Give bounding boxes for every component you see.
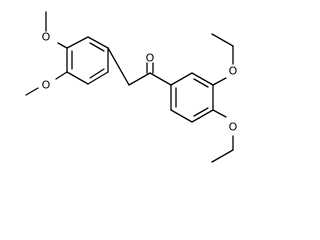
- bond-ring-to-ch2: [107, 47, 130, 86]
- bond-carbonyl-to-ring: [149, 72, 172, 86]
- bond-left-ring-1: [87, 36, 109, 49]
- bond-right-ring-4: [191, 109, 214, 123]
- bond-ring-to-o-ethoxy-para: [212, 109, 227, 118]
- bond-right-ring-double-2: [193, 107, 209, 117]
- atom-label-ethoxy-oxygen-meta: O: [229, 65, 238, 78]
- bond-right-ring-double-1: [193, 78, 209, 88]
- atom-label-methoxy-oxygen-meta: O: [42, 79, 51, 92]
- bond-o-meta-to-methyl: [25, 87, 39, 96]
- bond-left-ring-double-1: [89, 42, 105, 52]
- bond-left-ring-4: [66, 71, 89, 85]
- right-benzene-ring: [170, 72, 214, 123]
- bond-right-ring-5: [170, 109, 193, 123]
- bond-left-ring-double-2: [89, 68, 105, 79]
- bond-ring-to-o-para: [57, 42, 68, 49]
- chemical-structure-diagram: O O O O O: [25, 11, 238, 163]
- atom-label-methoxy-oxygen-para: O: [42, 31, 51, 44]
- bond-ethoxy-meta-ch2-to-ch3: [211, 33, 234, 47]
- bond-ring-to-o-ethoxy-meta: [212, 77, 227, 86]
- atom-label-ketone-oxygen: O: [146, 52, 155, 65]
- left-benzene-ring: [66, 36, 109, 85]
- bond-right-ring-1: [170, 72, 193, 86]
- atom-label-ethoxy-oxygen-para: O: [229, 121, 238, 134]
- bond-ch2-to-carbonyl: [128, 72, 151, 86]
- ethoxy-para: [211, 109, 234, 163]
- bond-ring-to-o-meta: [55, 71, 68, 80]
- ethoxy-meta: [211, 33, 234, 86]
- atom-labels: O O O O O: [42, 31, 238, 134]
- methoxy-para: [45, 11, 68, 49]
- bond-ethoxy-para-ch2-to-ch3: [211, 149, 234, 163]
- bond-left-ring-6: [66, 36, 89, 49]
- bond-left-ring-3: [87, 71, 109, 85]
- ketone-bridge: [107, 47, 172, 86]
- methoxy-meta: [25, 71, 68, 96]
- bond-right-ring-2: [191, 72, 214, 86]
